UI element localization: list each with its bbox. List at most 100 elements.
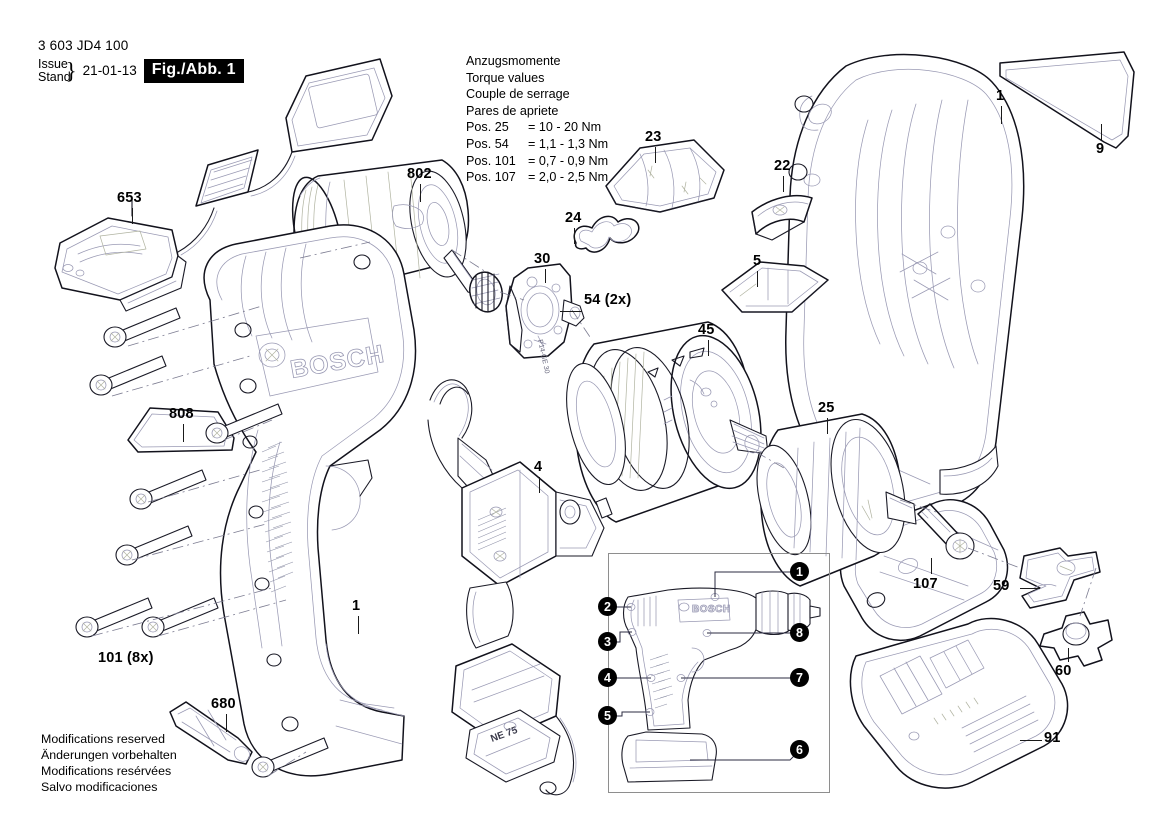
- inset-callout-1: 1: [790, 562, 809, 581]
- brace-glyph: }: [65, 58, 77, 84]
- part-label-1-left: 1: [352, 598, 361, 614]
- torque-row: Pos. 54 = 1,1 - 1,3 Nm: [466, 136, 608, 153]
- leader-23: [655, 147, 656, 163]
- footer-block: Modifications reserved Änderungen vorbeh…: [41, 731, 177, 796]
- part-label-23: 23: [645, 129, 662, 145]
- part-1-housing-right: [784, 53, 1025, 524]
- svg-text:NE 75: NE 75: [489, 725, 519, 745]
- leader-680: [226, 714, 227, 732]
- leader-808: [183, 424, 184, 442]
- part-pinion-gear: [469, 271, 503, 313]
- part-802-motor: [291, 159, 489, 298]
- part-label-59: 59: [993, 578, 1010, 594]
- part-label-5: 5: [753, 253, 762, 269]
- part-label-101: 101 (8x): [98, 650, 154, 666]
- leader-9: [1101, 124, 1102, 140]
- part-23-vent-cover: [605, 139, 725, 213]
- torque-row: Pos. 25 = 10 - 20 Nm: [466, 119, 608, 136]
- leader-107: [931, 558, 932, 574]
- leader-54: [560, 311, 582, 312]
- part-label-9: 9: [1096, 141, 1105, 157]
- leader-4: [539, 477, 540, 493]
- part-label-45: 45: [698, 322, 715, 338]
- part-9-label-strip: [999, 51, 1135, 149]
- leader-91: [1020, 740, 1042, 741]
- inset-callout-4: 4: [598, 668, 617, 687]
- leader-59: [1020, 588, 1040, 589]
- leader-5: [757, 271, 758, 287]
- part-label-4: 4: [534, 459, 543, 475]
- figure-badge: Fig./Abb. 1: [143, 59, 244, 83]
- leader-1-left: [358, 616, 359, 634]
- inset-callout-3: 3: [598, 632, 617, 651]
- part-59-metal-clip: [1019, 547, 1101, 609]
- torque-row: Pos. 101 = 0,7 - 0,9 Nm: [466, 153, 608, 170]
- leader-802: [420, 184, 421, 202]
- part-label-24: 24: [565, 210, 582, 226]
- leader-22: [783, 176, 784, 192]
- assembly-axis-lines: [91, 241, 1097, 777]
- issue-stand-labels: Issue Stand }: [38, 56, 77, 85]
- part-label-60: 60: [1055, 663, 1072, 679]
- svg-text:P14-GE 30: P14-GE 30: [536, 339, 550, 374]
- leader-30: [545, 269, 546, 283]
- leader-60: [1068, 648, 1069, 662]
- part-101-screws: [75, 307, 329, 778]
- part-label-1-right: 1: [996, 88, 1005, 104]
- svg-text:BOSCH: BOSCH: [288, 340, 387, 384]
- part-4-switch-module: NE 75: [427, 379, 613, 796]
- part-24-spring-clip: [573, 215, 640, 253]
- issue-label: Issue: [38, 56, 68, 71]
- inset-callout-6: 6: [790, 740, 809, 759]
- torque-pos: Pos. 107: [466, 170, 516, 185]
- part-91-battery: [849, 617, 1069, 789]
- leader-653: [132, 208, 133, 224]
- footer-line-en: Modifications reserved: [41, 732, 165, 746]
- torque-title-en: Torque values: [466, 70, 545, 85]
- inset-callout-8: 8: [790, 623, 809, 642]
- part-653-charger: [54, 58, 393, 312]
- leader-1-right: [1001, 106, 1002, 124]
- torque-title-fr: Couple de serrage: [466, 87, 570, 102]
- footer-line-fr: Modifications resérvées: [41, 764, 172, 779]
- issue-date: 21-01-13: [82, 63, 137, 79]
- torque-pos: Pos. 25: [466, 120, 509, 135]
- stand-label: Stand: [38, 70, 71, 85]
- torque-pos: Pos. 54: [466, 137, 509, 152]
- inset-callout-5: 5: [598, 706, 617, 725]
- torque-value: = 0,7 - 0,9 Nm: [528, 153, 609, 168]
- inset-callout-7: 7: [790, 668, 809, 687]
- torque-value: = 2,0 - 2,5 Nm: [528, 170, 609, 185]
- part-60-cross-washer: [1039, 611, 1113, 667]
- part-label-107: 107: [913, 576, 938, 592]
- part-number: 3 603 JD4 100: [38, 38, 129, 53]
- part-label-30: 30: [534, 251, 551, 267]
- torque-title-es: Pares de apriete: [466, 103, 559, 118]
- part-label-653: 653: [117, 190, 142, 206]
- part-label-91: 91: [1044, 730, 1061, 746]
- leader-24: [574, 228, 575, 244]
- part-45-gearbox: [566, 321, 769, 523]
- torque-value: = 10 - 20 Nm: [528, 120, 602, 135]
- part-1-housing-left: BOSCH: [203, 224, 417, 777]
- torque-title-de: Anzugsmomente: [466, 54, 561, 68]
- part-107-bolt: [917, 503, 975, 560]
- part-label-22: 22: [774, 158, 791, 174]
- header-block: 3 603 JD4 100 Issue Stand } 21-01-13 Fig…: [38, 38, 244, 85]
- footer-line-de: Änderungen vorbehalten: [41, 748, 177, 763]
- part-label-54: 54 (2x): [584, 292, 632, 308]
- part-22-curved-cap: [751, 194, 813, 241]
- leader-45: [708, 340, 709, 356]
- part-5-belt-clip: [721, 261, 829, 313]
- part-label-25: 25: [818, 400, 835, 416]
- issue-row: Issue Stand } 21-01-13 Fig./Abb. 1: [38, 56, 244, 85]
- inset-callout-2: 2: [598, 597, 617, 616]
- part-label-680: 680: [211, 696, 236, 712]
- part-1-housing-foot: [839, 499, 1009, 641]
- torque-pos: Pos. 101: [466, 153, 516, 168]
- footer-line-es: Salvo modificaciones: [41, 780, 158, 795]
- leader-25: [827, 418, 828, 434]
- part-label-808: 808: [169, 406, 194, 422]
- torque-values-block: Anzugsmomente Torque values Couple de se…: [466, 53, 608, 186]
